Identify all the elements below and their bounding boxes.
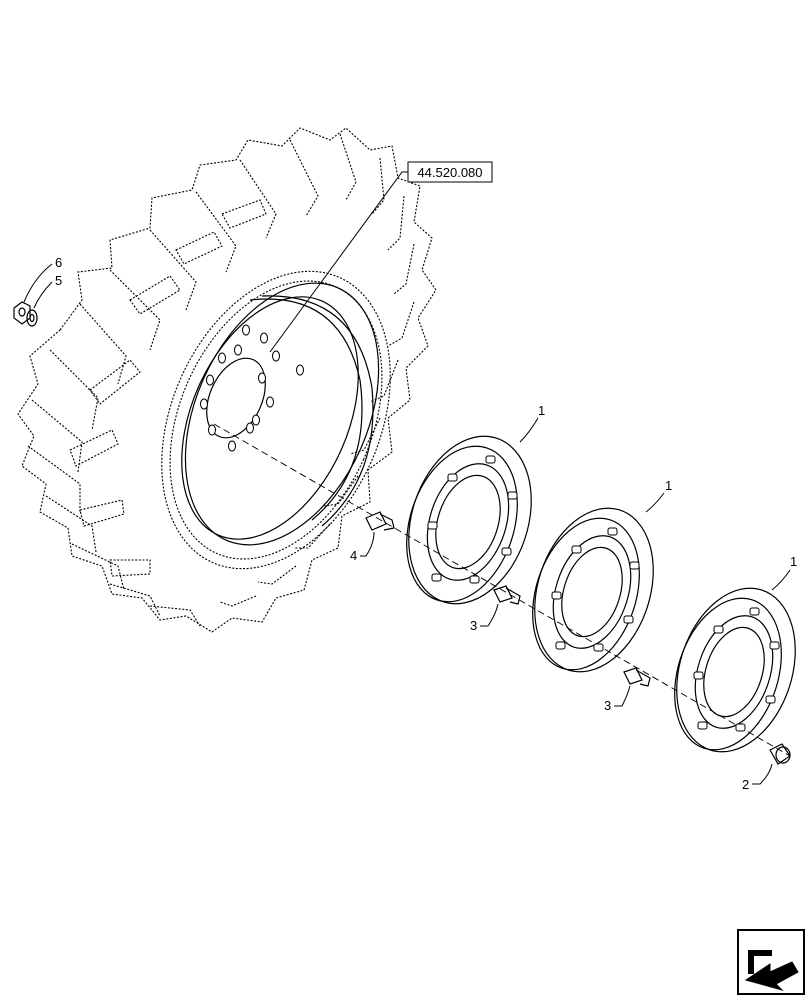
- callout-label: 4: [350, 548, 357, 563]
- callout-weight-1b: 1: [645, 478, 672, 513]
- wheel-rim: [181, 282, 380, 546]
- stud-3-a: [493, 585, 521, 605]
- callout-label: 3: [604, 698, 611, 713]
- callout-washer: 5: [33, 273, 62, 309]
- callout-stud-b: 3: [604, 685, 631, 713]
- washer-5: [26, 309, 38, 327]
- wheel-weight-3: [674, 587, 796, 753]
- rim-bolt-holes: [200, 324, 304, 452]
- arrow-icon[interactable]: [737, 929, 805, 995]
- tire-phantom: [17, 127, 437, 633]
- callout-stud-c: 4: [350, 531, 375, 563]
- bolt-2: [769, 743, 791, 765]
- callout-label: 1: [538, 403, 545, 418]
- callout-label: 1: [665, 478, 672, 493]
- callout-label: 5: [55, 273, 62, 288]
- reference-label: 44.520.080: [417, 165, 482, 180]
- callout-bolt: 2: [742, 763, 773, 792]
- callout-weight-1c: 1: [771, 554, 797, 591]
- callout-nut: 6: [23, 255, 62, 303]
- assembly-axis: [213, 423, 791, 757]
- callout-label: 3: [470, 618, 477, 633]
- stud-3-b: [623, 667, 651, 687]
- callout-label: 1: [790, 554, 797, 569]
- wheel-weight-2: [532, 507, 654, 673]
- callout-label: 6: [55, 255, 62, 270]
- callout-stud-a: 3: [470, 603, 499, 633]
- callout-weight-1a: 1: [519, 403, 545, 443]
- stud-4: [365, 511, 395, 531]
- wheel-weight-1: [406, 435, 532, 605]
- callout-label: 2: [742, 777, 749, 792]
- reference-callout: 44.520.080: [269, 161, 493, 353]
